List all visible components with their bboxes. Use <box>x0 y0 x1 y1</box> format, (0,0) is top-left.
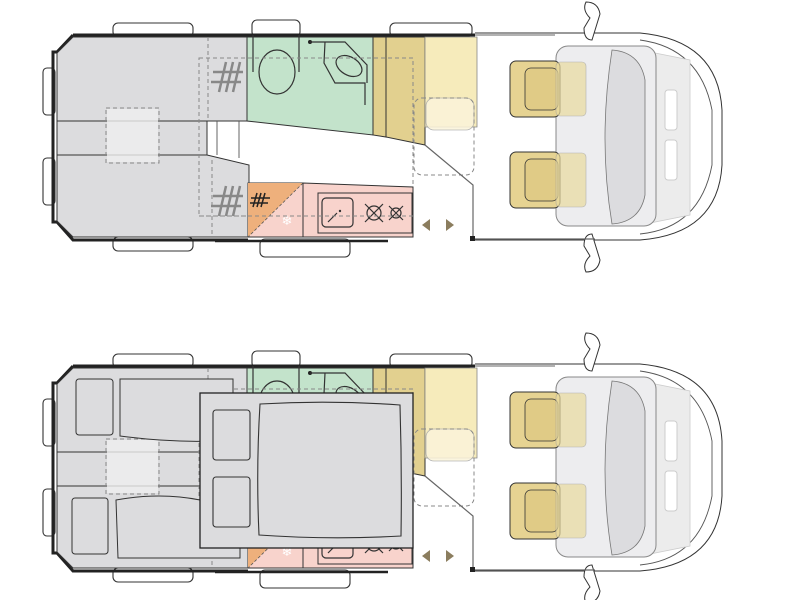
mattress <box>257 401 402 539</box>
pillow <box>212 409 251 461</box>
pillow <box>71 497 109 555</box>
pillow <box>75 378 114 436</box>
floor-plan-day <box>41 0 724 274</box>
pillow <box>212 476 251 528</box>
drop-down-bed <box>199 392 414 549</box>
